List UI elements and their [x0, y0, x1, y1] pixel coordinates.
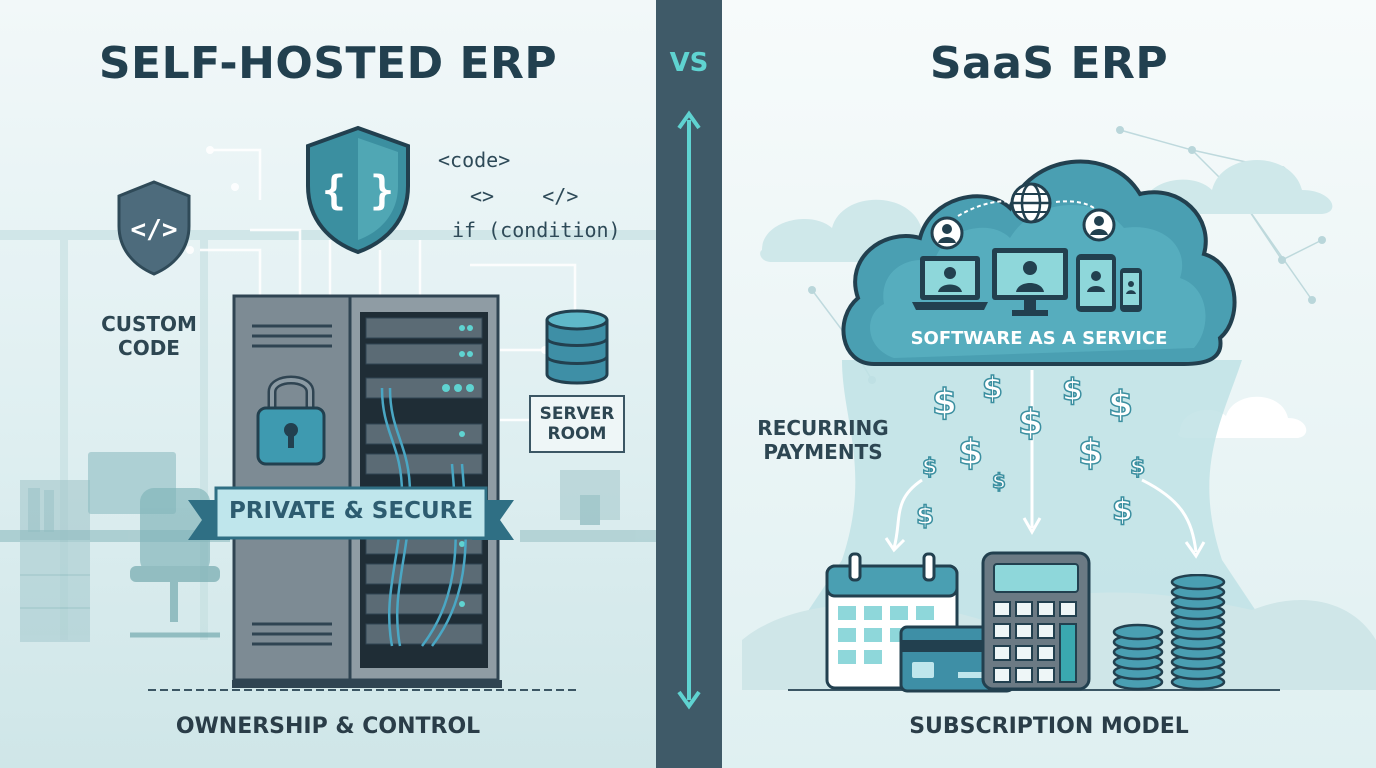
double-arrow-icon [677, 110, 701, 710]
code-line-2: <> </> [470, 184, 579, 208]
circuit-lines [200, 148, 577, 422]
code-shield-icon: </> [117, 180, 191, 276]
database-icon [545, 309, 609, 385]
svg-text:$: $ [992, 469, 1006, 493]
svg-text:$: $ [1130, 455, 1145, 480]
banner-text: PRIVATE & SECURE [228, 498, 474, 524]
braces-shield-icon: { } [306, 125, 410, 255]
self-hosted-panel: SELF-HOSTED ERP </> { } <code> <> </> if… [0, 0, 656, 768]
svg-text:$: $ [1108, 384, 1133, 425]
tablet-icon [1076, 254, 1116, 312]
svg-text:$: $ [916, 501, 934, 531]
globe-icon [1010, 182, 1052, 224]
left-caption: OWNERSHIP & CONTROL [175, 714, 481, 739]
server-room-box [529, 395, 625, 453]
right-caption: SUBSCRIPTION MODEL [909, 714, 1189, 739]
saas-panel: SOFTWARE AS A SERVICE $ $ $ $ $ $ $ $ $ … [722, 0, 1376, 768]
recurring-payments-label: RECURRING PAYMENTS [757, 416, 889, 464]
svg-text:$: $ [1078, 432, 1103, 473]
office-chair-icon [130, 488, 220, 638]
svg-text:$: $ [982, 371, 1003, 406]
custom-code-label: CUSTOM CODE [101, 312, 197, 360]
coin-stack-icon [1112, 574, 1226, 691]
calculator-icon [981, 551, 1091, 691]
user-icon [930, 216, 964, 250]
code-line-1: <code> [438, 148, 511, 172]
side-cloud-right [1139, 160, 1333, 214]
private-secure-banner [188, 486, 514, 540]
left-title: SELF-HOSTED ERP [98, 38, 558, 89]
server-units [365, 317, 483, 645]
monitor-icon [992, 248, 1068, 316]
padlock-icon [256, 375, 326, 466]
server-room-label: SERVER ROOM [539, 404, 615, 445]
laptop-icon [912, 256, 988, 310]
vs-label: VS [669, 48, 709, 78]
svg-text:{ }: { } [322, 168, 394, 214]
dollar-icon: $ $ $ $ $ $ $ $ $ $ $ $ [915, 370, 1146, 532]
svg-text:$: $ [1062, 373, 1083, 408]
code-line-3: if (condition) [452, 218, 621, 242]
svg-text:$: $ [932, 382, 957, 423]
phone-icon [1120, 268, 1142, 312]
svg-text:$: $ [958, 432, 983, 473]
cloud-label: SOFTWARE AS A SERVICE [910, 328, 1168, 349]
side-desk [520, 470, 656, 542]
vs-divider: VS [656, 0, 722, 768]
svg-text:</>: </> [131, 215, 178, 245]
svg-text:$: $ [1112, 493, 1133, 528]
svg-text:$: $ [1018, 402, 1043, 443]
user-icon [1082, 208, 1116, 242]
svg-text:$: $ [922, 455, 937, 480]
right-title: SaaS ERP [929, 38, 1169, 89]
